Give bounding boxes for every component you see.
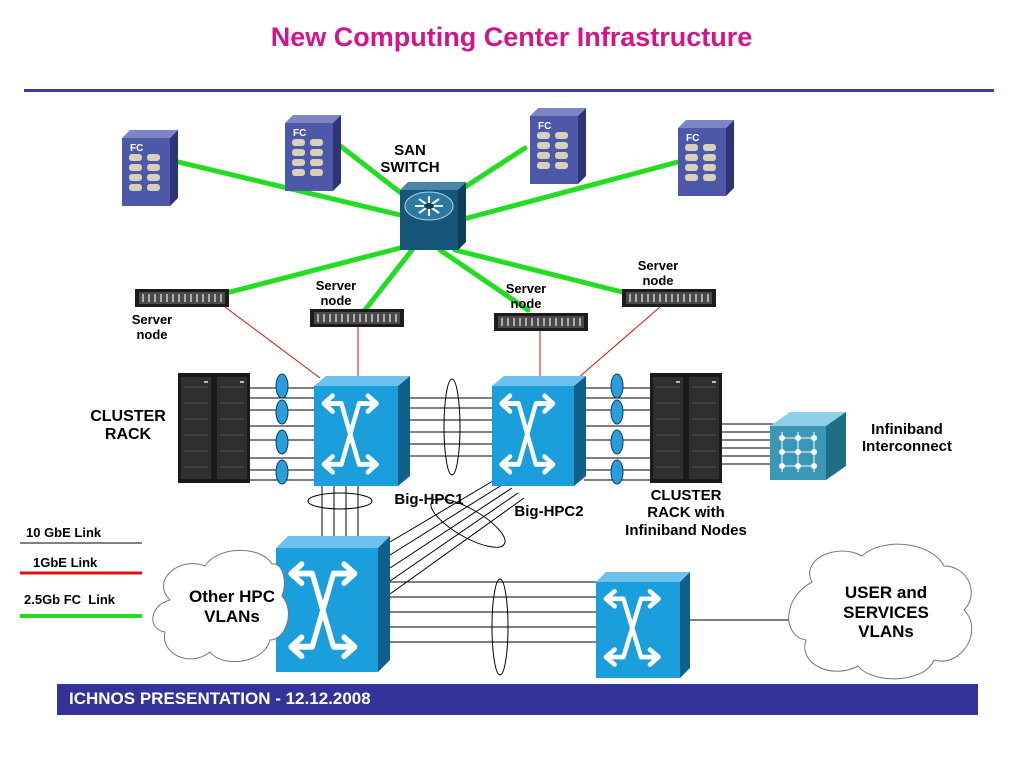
legend-10gbe-label: 10 GbE Link xyxy=(26,525,102,540)
infiniband-interconnect xyxy=(770,412,846,480)
fc-label-3: FC xyxy=(538,121,551,132)
footer-bar: ICHNOS PRESENTATION - 12.12.2008 xyxy=(57,684,978,715)
big-hpc1-label: Big-HPC1 xyxy=(394,491,464,508)
core-switch-left xyxy=(276,536,390,672)
big-hpc2-label: Big-HPC2 xyxy=(514,503,584,520)
fc-storage-3 xyxy=(530,108,586,184)
user-services-cloud xyxy=(788,543,973,680)
link-bundle-ellipses xyxy=(307,378,509,676)
title-divider xyxy=(24,89,994,92)
fc-storage-1 xyxy=(122,130,178,206)
legend-fc-label: 2.5Gb FC Link xyxy=(24,592,116,607)
san-switch xyxy=(400,182,466,250)
server-node-4 xyxy=(621,288,717,308)
port-ellipses xyxy=(275,373,624,485)
cluster-rack-cabinet-1 xyxy=(177,372,215,484)
server-node-2 xyxy=(309,308,405,328)
fc-label-4: FC xyxy=(686,133,699,144)
fc-label-2: FC xyxy=(293,128,306,139)
big-hpc2-switch xyxy=(492,376,586,486)
fc-storage-2 xyxy=(285,115,341,191)
server-node-1 xyxy=(134,288,230,308)
footer-text: ICHNOS PRESENTATION - 12.12.2008 xyxy=(69,689,371,708)
server-node-3 xyxy=(493,312,589,332)
gbe-links xyxy=(224,306,661,379)
cluster-rack-cabinet-2 xyxy=(213,372,251,484)
other-hpc-cloud xyxy=(152,549,289,663)
ib-rack-cabinet-2 xyxy=(685,372,723,484)
big-hpc1-switch xyxy=(314,376,410,486)
core-switch-right xyxy=(596,572,690,678)
fc-label-1: FC xyxy=(130,143,143,154)
legend-1gbe-label: 1GbE Link xyxy=(33,555,98,570)
fc-storage-4 xyxy=(678,120,734,196)
ib-rack-cabinet-1 xyxy=(649,372,687,484)
page-title: New Computing Center Infrastructure xyxy=(270,22,753,52)
